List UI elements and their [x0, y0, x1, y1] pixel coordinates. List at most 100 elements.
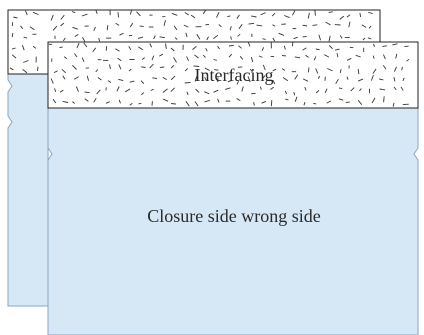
hatch-mark — [136, 11, 141, 17]
hatch-mark — [256, 24, 263, 27]
hatch-mark — [259, 86, 262, 90]
hatch-mark — [92, 47, 97, 53]
hatch-mark — [302, 78, 309, 82]
hatch-mark — [230, 36, 232, 40]
hatch-mark — [205, 47, 208, 52]
hatch-mark — [153, 35, 156, 40]
hatch-mark — [285, 98, 289, 101]
hatch-mark — [324, 88, 328, 93]
hatch-mark — [159, 36, 165, 39]
hatch-mark — [315, 68, 319, 74]
front-interfacing-hatch — [48, 42, 410, 107]
hatch-mark — [230, 69, 233, 73]
hatch-mark — [97, 77, 102, 81]
hatch-mark — [338, 98, 344, 101]
hatch-mark — [129, 22, 134, 28]
hatch-mark — [109, 64, 111, 70]
hatch-mark — [96, 89, 101, 95]
hatch-mark — [350, 87, 355, 92]
hatch-mark — [250, 56, 254, 63]
hatch-mark — [21, 45, 25, 51]
hatch-mark — [159, 53, 164, 57]
hatch-mark — [355, 54, 361, 58]
hatch-mark — [184, 81, 191, 84]
hatch-mark — [105, 101, 110, 104]
hatch-mark — [93, 97, 97, 103]
hatch-mark — [229, 26, 232, 31]
hatch-mark — [294, 96, 298, 102]
hatch-mark — [315, 48, 320, 51]
front-interfacing-strip — [47, 41, 419, 109]
hatch-mark — [11, 33, 14, 38]
hatch-mark — [357, 78, 364, 82]
hatch-mark — [115, 48, 120, 52]
back-interfacing-hatch — [9, 9, 373, 74]
hatch-mark — [334, 48, 340, 51]
hatch-mark — [327, 68, 333, 72]
hatch-mark — [194, 54, 199, 59]
hatch-mark — [149, 43, 153, 48]
hatch-mark — [361, 24, 367, 28]
hatch-mark — [239, 56, 244, 60]
hatch-mark — [338, 87, 343, 90]
hatch-mark — [72, 101, 75, 104]
hatch-mark — [13, 16, 18, 19]
hatch-mark — [71, 11, 76, 14]
hatch-mark — [284, 90, 287, 95]
hatch-mark — [382, 65, 387, 70]
hatch-mark — [186, 56, 189, 61]
hatch-mark — [141, 92, 145, 96]
hatch-mark — [339, 69, 342, 73]
hatch-mark — [62, 75, 66, 80]
hatch-mark — [261, 100, 267, 104]
hatch-mark — [372, 68, 377, 74]
hatch-mark — [367, 37, 372, 40]
hatch-mark — [60, 22, 65, 27]
hatch-mark — [302, 35, 307, 38]
hatch-mark — [192, 46, 197, 50]
hatch-mark — [95, 69, 99, 73]
hatch-mark — [170, 87, 176, 92]
hatch-mark — [118, 64, 122, 70]
hatch-mark — [140, 80, 145, 85]
hatch-mark — [283, 45, 286, 50]
hatch-mark — [362, 37, 366, 41]
hatch-mark — [328, 45, 333, 50]
hatch-mark — [370, 74, 374, 81]
hatch-mark — [29, 26, 35, 31]
hatch-mark — [324, 54, 330, 58]
hatch-mark — [228, 53, 233, 58]
hatch-mark — [204, 91, 210, 95]
hatch-mark — [371, 97, 376, 104]
hatch-mark — [170, 75, 176, 81]
hatch-mark — [312, 24, 318, 26]
interfacing-label: Interfacing — [195, 65, 274, 85]
hatch-mark — [118, 78, 124, 82]
hatch-mark — [392, 43, 398, 46]
hatch-mark — [171, 103, 177, 105]
hatch-mark — [194, 76, 198, 82]
hatch-mark — [373, 43, 375, 48]
hatch-mark — [190, 14, 196, 19]
hatch-mark — [163, 20, 166, 26]
hatch-mark — [335, 78, 339, 84]
hatch-mark — [395, 53, 398, 59]
hatch-mark — [84, 91, 90, 94]
hatch-mark — [214, 69, 219, 71]
hatch-mark — [138, 102, 142, 105]
hatch-mark — [307, 12, 310, 19]
hatch-mark — [372, 55, 375, 59]
hatch-mark — [284, 15, 290, 19]
hatch-mark — [174, 37, 178, 40]
hatch-mark — [282, 77, 289, 82]
hatch-mark — [196, 34, 201, 40]
hatch-mark — [162, 88, 168, 93]
hatch-mark — [368, 11, 373, 14]
hatch-mark — [325, 21, 331, 26]
hatch-mark — [303, 102, 306, 106]
hatch-mark — [368, 25, 372, 29]
hatch-mark — [62, 100, 69, 103]
hatch-mark — [313, 102, 317, 105]
hatch-mark — [202, 54, 206, 58]
